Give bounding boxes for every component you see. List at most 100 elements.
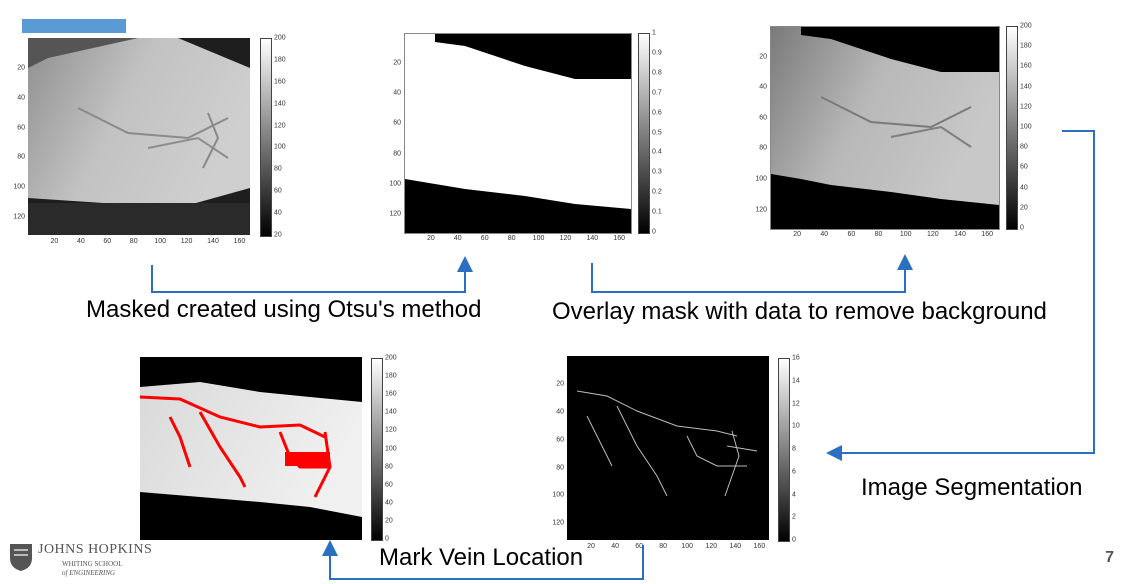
p4-colorbar-tick: 140 — [385, 408, 397, 416]
p1-colorbar-tick: 180 — [274, 56, 286, 64]
p3-y-tick: 40 — [759, 83, 767, 91]
p1-colorbar-tick: 100 — [274, 143, 286, 151]
overlay-image-colorbar — [1006, 26, 1018, 230]
p2-colorbar-tick: 1 — [652, 29, 656, 37]
p4-colorbar-tick: 40 — [385, 499, 393, 507]
p4-colorbar-tick: 180 — [385, 372, 397, 380]
p2-colorbar-tick: 0.3 — [652, 168, 662, 176]
p4-colorbar-tick: 60 — [385, 481, 393, 489]
p2-y-tick: 60 — [393, 119, 401, 127]
caption-mark-vein: Mark Vein Location — [379, 544, 584, 571]
arrow-overlay — [591, 254, 913, 293]
p5-colorbar-tick: 2 — [792, 513, 796, 521]
p5-colorbar-tick: 8 — [792, 445, 796, 453]
p1-y-tick: 60 — [17, 124, 25, 132]
p3-x-tick: 120 — [927, 231, 939, 238]
p1-y-tick: 100 — [13, 183, 25, 191]
p1-colorbar-tick: 120 — [274, 122, 286, 130]
p3-colorbar-tick: 120 — [1020, 103, 1032, 111]
p3-colorbar-tick: 40 — [1020, 184, 1028, 192]
p3-y-tick: 20 — [759, 53, 767, 61]
p3-y-tick: 80 — [759, 144, 767, 152]
p1-x-tick: 40 — [76, 238, 85, 245]
p3-colorbar-tick: 140 — [1020, 83, 1032, 91]
p1-x-tick: 60 — [103, 238, 112, 245]
p3-colorbar-tick: 200 — [1020, 22, 1032, 30]
p2-x-tick: 60 — [480, 235, 489, 242]
p4-colorbar-tick: 0 — [385, 535, 389, 543]
original-image-plot — [28, 38, 250, 235]
p2-y-tick: 80 — [393, 150, 401, 158]
p4-colorbar-tick: 160 — [385, 390, 397, 398]
p1-x-tick: 100 — [154, 238, 166, 245]
p4-colorbar-tick: 200 — [385, 354, 397, 362]
p1-x-tick: 20 — [50, 238, 59, 245]
p5-x-tick: 100 — [681, 543, 694, 550]
p5-colorbar-tick: 16 — [792, 354, 800, 362]
p2-y-tick: 100 — [389, 180, 401, 188]
p3-x-tick: 100 — [899, 231, 912, 238]
p3-colorbar-tick: 100 — [1020, 123, 1032, 131]
p1-y-tick: 80 — [17, 153, 25, 161]
p5-colorbar-tick: 6 — [792, 468, 796, 476]
p5-y-tick: 40 — [556, 408, 564, 416]
p3-x-tick: 80 — [874, 231, 883, 238]
p1-colorbar-tick: 160 — [274, 78, 286, 86]
p3-colorbar-tick: 80 — [1020, 143, 1028, 151]
segmentation-plot — [567, 356, 769, 540]
vein-marked-colorbar — [371, 358, 383, 541]
p2-x-tick: 160 — [613, 235, 626, 242]
p1-x-tick: 160 — [233, 238, 246, 245]
p2-y-tick: 40 — [393, 89, 401, 97]
p1-y-tick: 120 — [13, 213, 25, 221]
p3-x-tick: 20 — [793, 231, 802, 238]
p3-x-tick: 40 — [820, 231, 829, 238]
p3-y-tick: 60 — [759, 114, 767, 122]
p2-colorbar-tick: 0.1 — [652, 208, 662, 216]
p5-y-tick: 60 — [556, 436, 564, 444]
p3-colorbar-tick: 180 — [1020, 42, 1032, 50]
p3-colorbar-tick: 60 — [1020, 163, 1028, 171]
p2-x-tick: 20 — [426, 235, 435, 242]
jhu-logo: JOHNS HOPKINS WHITING SCHOOL of ENGINEER… — [8, 540, 158, 580]
p2-colorbar-tick: 0.2 — [652, 188, 662, 196]
p1-x-tick: 80 — [129, 238, 138, 245]
p3-x-tick: 60 — [847, 231, 856, 238]
p3-y-tick: 120 — [755, 206, 767, 214]
p1-x-tick: 140 — [207, 238, 219, 245]
segmentation-colorbar — [778, 358, 790, 542]
p1-colorbar-tick: 20 — [274, 231, 282, 239]
logo-line2: WHITING SCHOOL — [62, 560, 123, 568]
p4-colorbar-tick: 20 — [385, 517, 393, 525]
p5-colorbar-tick: 14 — [792, 377, 800, 385]
p1-colorbar-tick: 200 — [274, 34, 286, 42]
p3-x-tick: 160 — [981, 231, 993, 238]
p5-colorbar-tick: 4 — [792, 491, 796, 498]
p3-y-tick: 100 — [755, 175, 767, 183]
p1-colorbar-tick: 60 — [274, 187, 282, 195]
p1-colorbar-tick: 80 — [274, 165, 282, 173]
slide-number: 7 — [1105, 549, 1114, 566]
original-image-colorbar — [260, 38, 272, 237]
p4-colorbar-tick: 80 — [385, 463, 393, 471]
p4-colorbar-tick: 120 — [385, 426, 397, 434]
p5-y-tick: 20 — [556, 380, 564, 388]
p5-colorbar-tick: 12 — [792, 400, 800, 407]
p3-x-tick: 140 — [954, 231, 966, 238]
otsu-mask-colorbar — [638, 33, 650, 234]
logo-line3: of ENGINEERING — [62, 569, 116, 577]
p2-x-tick: 40 — [453, 235, 462, 242]
p2-x-tick: 100 — [532, 235, 545, 242]
p5-y-tick: 120 — [552, 519, 564, 527]
p5-x-tick: 160 — [753, 543, 766, 550]
p5-x-tick: 80 — [659, 543, 668, 550]
p5-x-tick: 20 — [587, 543, 595, 550]
p5-y-tick: 80 — [556, 464, 564, 471]
p2-colorbar-tick: 0.5 — [652, 129, 662, 136]
p2-y-tick: 120 — [389, 210, 401, 218]
vein-marked-plot — [140, 357, 362, 540]
p2-x-tick: 80 — [507, 235, 516, 242]
p2-colorbar-tick: 0.9 — [652, 49, 662, 57]
p2-x-tick: 140 — [586, 235, 599, 242]
caption-image-segmentation: Image Segmentation — [861, 474, 1083, 501]
